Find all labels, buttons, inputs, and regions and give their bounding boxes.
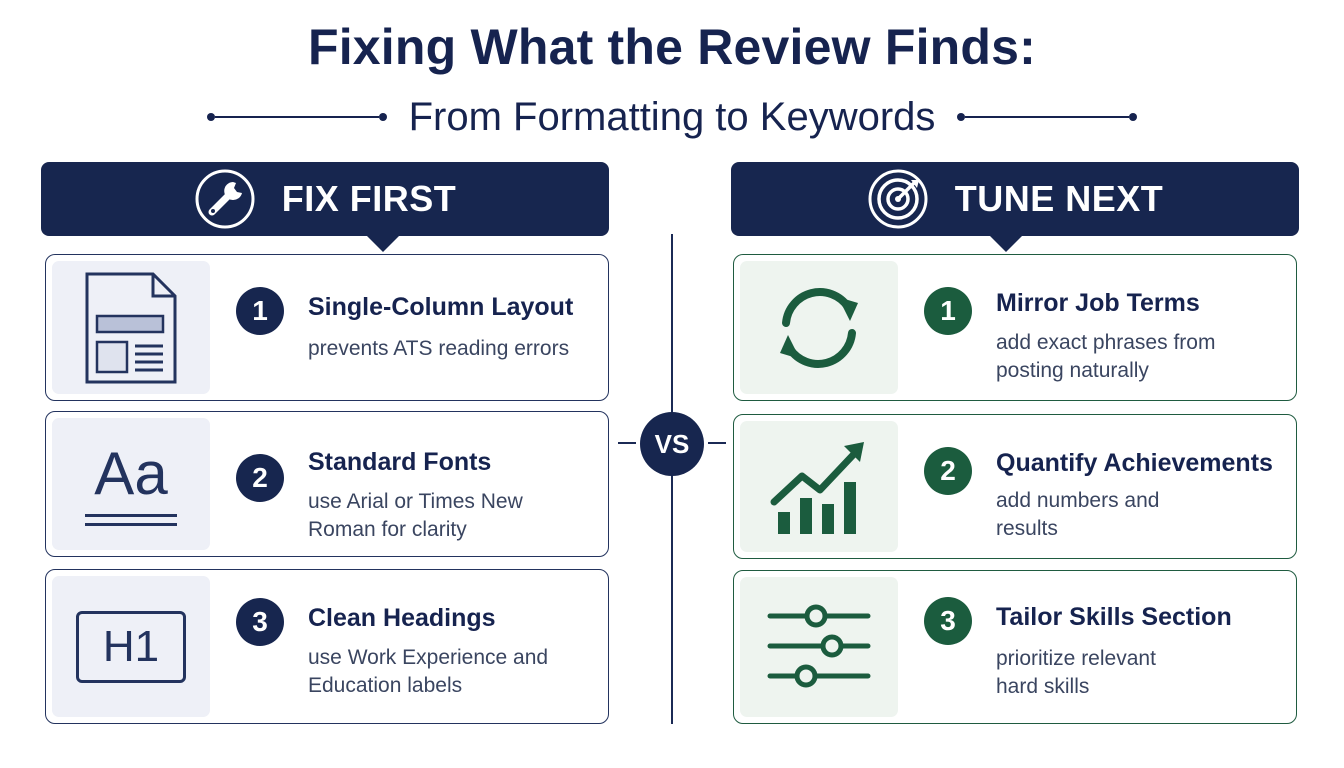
- tune-card-skills: 3 Tailor Skills Section prioritize relev…: [733, 570, 1297, 724]
- card-title: Single-Column Layout: [308, 293, 574, 321]
- card-title: Standard Fonts: [308, 448, 492, 476]
- document-layout-icon: [52, 261, 210, 394]
- sync-arrows-icon: [740, 261, 898, 394]
- card-description: prevents ATS reading errors: [308, 337, 570, 360]
- vs-badge: VS: [640, 412, 704, 476]
- card-title: Tailor Skills Section: [996, 603, 1232, 631]
- tune-next-header: TUNE NEXT: [731, 162, 1299, 252]
- step-number: 3: [236, 598, 284, 646]
- target-icon: [868, 169, 928, 229]
- step-number: 1: [924, 287, 972, 335]
- card-description: use Work Experience and Education labels: [308, 646, 549, 697]
- step-number: 2: [924, 447, 972, 495]
- card-description: add exact phrases from posting naturally: [996, 331, 1216, 382]
- fix-card-headings: H1 3 Clean Headings use Work Experience …: [45, 569, 609, 724]
- center-divider: [671, 234, 673, 724]
- card-description: use Arial or Times New Roman for clarity: [308, 490, 523, 541]
- page-subtitle: From Formatting to Keywords: [408, 94, 936, 139]
- sliders-icon: [740, 577, 898, 717]
- card-title: Mirror Job Terms: [996, 289, 1200, 317]
- card-description: prioritize relevant hard skills: [996, 647, 1156, 698]
- step-number: 1: [236, 287, 284, 335]
- heading-h1-icon: H1: [52, 576, 210, 717]
- tune-card-terms: 1 Mirror Job Terms add exact phrases fro…: [733, 254, 1297, 401]
- right-rule: [957, 113, 1138, 121]
- wrench-icon: [195, 169, 255, 229]
- step-number: 2: [236, 454, 284, 502]
- left-rule: [206, 113, 387, 121]
- page-title: Fixing What the Review Finds:: [307, 19, 1037, 75]
- vs-right-line: [708, 442, 726, 444]
- fix-card-layout: 1 Single-Column Layout prevents ATS read…: [45, 254, 609, 401]
- card-description: add numbers and results: [996, 489, 1160, 540]
- subtitle-row: From Formatting to Keywords: [0, 92, 1344, 142]
- fix-card-fonts: Aa 2 Standard Fonts use Arial or Times N…: [45, 411, 609, 557]
- font-aa-icon: Aa: [52, 418, 210, 550]
- font-aa-glyph: Aa: [94, 440, 168, 507]
- growth-chart-icon: [740, 421, 898, 552]
- step-number: 3: [924, 597, 972, 645]
- vs-left-line: [618, 442, 636, 444]
- tune-card-achievements: 2 Quantify Achievements add numbers and …: [733, 414, 1297, 559]
- card-title: Quantify Achievements: [996, 449, 1273, 477]
- card-title: Clean Headings: [308, 604, 496, 632]
- heading-h1-glyph: H1: [102, 621, 160, 671]
- fix-first-header: FIX FIRST: [41, 162, 609, 252]
- tune-next-label: TUNE NEXT: [954, 178, 1164, 219]
- fix-first-label: FIX FIRST: [281, 178, 457, 219]
